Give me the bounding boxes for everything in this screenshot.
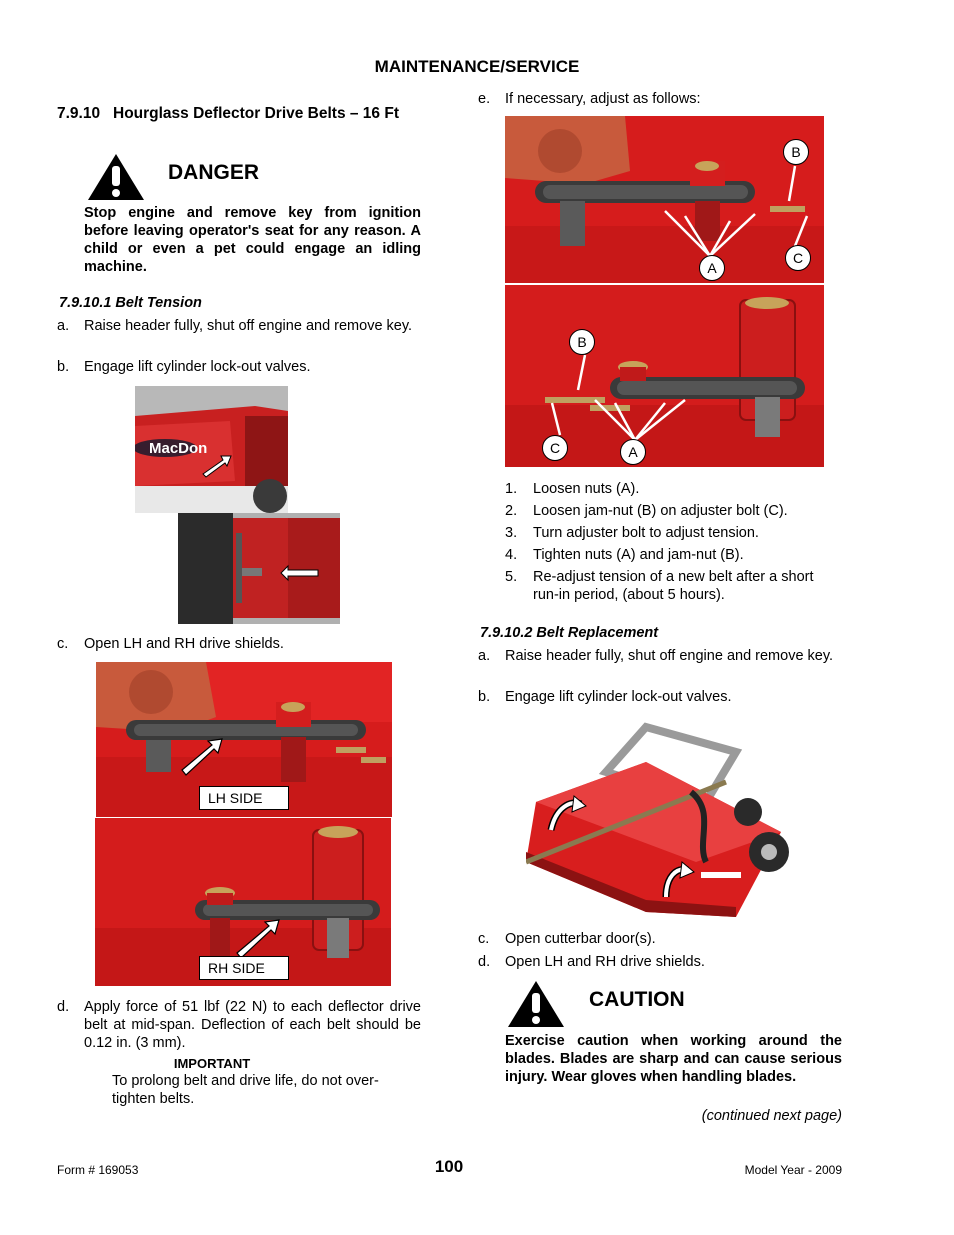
- step-text: Open LH and RH drive shields.: [505, 954, 705, 970]
- belt-replacement-step-c: c. Open cutterbar door(s).: [478, 930, 842, 948]
- danger-icon: [86, 152, 146, 206]
- adjust-step-number: 1.: [505, 481, 518, 497]
- adjust-step-text: Loosen nuts (A).: [533, 481, 640, 497]
- adjust-step-text: Tighten nuts (A) and jam-nut (B).: [533, 547, 744, 563]
- belt-replacement-step-d: d. Open LH and RH drive shields.: [478, 953, 842, 971]
- step-text: Engage lift cylinder lock-out valves.: [505, 689, 732, 705]
- step-text: Raise header fully, shut off engine and …: [84, 318, 413, 334]
- callout-b-top: B: [783, 139, 809, 165]
- step-text: Apply force of 51 lbf (22 N) to each def…: [84, 999, 421, 1051]
- section-title-text: Hourglass Deflector Drive Belts – 16 Ft: [113, 105, 399, 122]
- caution-signal-word: CAUTION: [589, 988, 685, 1011]
- caution-message: Exercise caution when working around the…: [505, 1033, 842, 1085]
- step-text: If necessary, adjust as follows:: [505, 91, 701, 107]
- adjust-step-text: Turn adjuster bolt to adjust tension.: [533, 525, 759, 541]
- callout-c-top: C: [785, 245, 811, 271]
- lh-side-caption: LH SIDE: [199, 786, 289, 810]
- step-label: b.: [57, 359, 70, 375]
- adjust-step-number: 2.: [505, 503, 518, 519]
- adjust-step-number: 3.: [505, 525, 518, 541]
- rh-side-caption: RH SIDE: [199, 956, 289, 980]
- step-label: e.: [478, 91, 491, 107]
- adjust-step: 4. Tighten nuts (A) and jam-nut (B).: [505, 546, 842, 564]
- adjust-step: 1. Loosen nuts (A).: [505, 480, 842, 498]
- belt-tension-step-d: d. Apply force of 51 lbf (22 N) to each d…: [57, 998, 421, 1052]
- step-label: d.: [478, 954, 491, 970]
- adjust-step: 5. Re-adjust tension of a new belt after …: [505, 568, 842, 604]
- lockout-valve-photo-1: MacDon: [135, 386, 288, 513]
- step-label: a.: [57, 318, 70, 334]
- adjust-step-number: 5.: [505, 569, 518, 585]
- step-label: c.: [478, 931, 490, 947]
- step-label: b.: [478, 689, 491, 705]
- step-label: c.: [57, 636, 69, 652]
- callout-b-bottom: B: [569, 329, 595, 355]
- adjust-step-number: 4.: [505, 547, 518, 563]
- section-title: 7.9.10 Hourglass Deflector Drive Belts – …: [57, 104, 417, 123]
- callout-a-top: A: [699, 255, 725, 281]
- important-text: To prolong belt and drive life, do not o…: [112, 1073, 379, 1107]
- lh-side-drive-photo: [96, 662, 392, 817]
- step-text: Raise header fully, shut off engine and …: [505, 648, 834, 664]
- belt-tension-heading: 7.9.10.1 Belt Tension: [59, 295, 202, 311]
- macdon-logo: MacDon: [149, 440, 207, 457]
- callout-a-bottom: A: [620, 439, 646, 465]
- lockout-valve-photo-2: [178, 513, 340, 624]
- belt-tension-step-c: c. Open LH and RH drive shields.: [57, 635, 421, 653]
- belt-tension-step-b: b. Engage lift cylinder lock-out valves.: [57, 358, 421, 376]
- adjuster-rh-photo: [505, 285, 824, 467]
- footer-form-number: Form # 169053: [57, 1163, 139, 1177]
- adjust-steps-list: 1. Loosen nuts (A). 2. Loosen jam-nut (B) …: [505, 480, 842, 604]
- belt-replacement-step-b: b. Engage lift cylinder lock-out valves.: [478, 688, 842, 706]
- danger-message: Stop engine and remove key from ignition…: [84, 205, 421, 275]
- belt-tension-step-e: e. If necessary, adjust as follows:: [478, 90, 842, 108]
- adjust-step: 2. Loosen jam-nut (B) on adjuster bolt (C…: [505, 502, 842, 520]
- section-number: 7.9.10: [57, 105, 101, 122]
- footer-model-year: Model Year - 2009: [744, 1163, 842, 1177]
- belt-replacement-heading: 7.9.10.2 Belt Replacement: [480, 625, 659, 641]
- step-text: Open cutterbar door(s).: [505, 931, 656, 947]
- adjust-step-text: Re-adjust tension of a new belt after a …: [533, 569, 814, 603]
- callout-c-bottom: C: [542, 435, 568, 461]
- step-text: Engage lift cylinder lock-out valves.: [84, 359, 311, 375]
- page-header: MAINTENANCE/SERVICE: [374, 57, 580, 76]
- belt-replacement-step-a: a. Raise header fully, shut off engine an…: [478, 647, 842, 665]
- continued-note: (continued next page): [701, 1108, 842, 1124]
- header-machine-illustration: [526, 712, 791, 922]
- step-label: d.: [57, 999, 70, 1015]
- caution-icon: [506, 979, 566, 1033]
- step-text: Open LH and RH drive shields.: [84, 636, 284, 652]
- adjust-step: 3. Turn adjuster bolt to adjust tension.: [505, 524, 842, 542]
- page-number: 100: [434, 1157, 464, 1176]
- belt-tension-step-a: a. Raise header fully, shut off engine an…: [57, 317, 421, 335]
- adjuster-lh-photo: [505, 116, 824, 283]
- adjust-step-text: Loosen jam-nut (B) on adjuster bolt (C).: [533, 503, 788, 519]
- important-label: IMPORTANT: [173, 1056, 251, 1071]
- step-label: a.: [478, 648, 491, 664]
- danger-signal-word: DANGER: [168, 161, 260, 184]
